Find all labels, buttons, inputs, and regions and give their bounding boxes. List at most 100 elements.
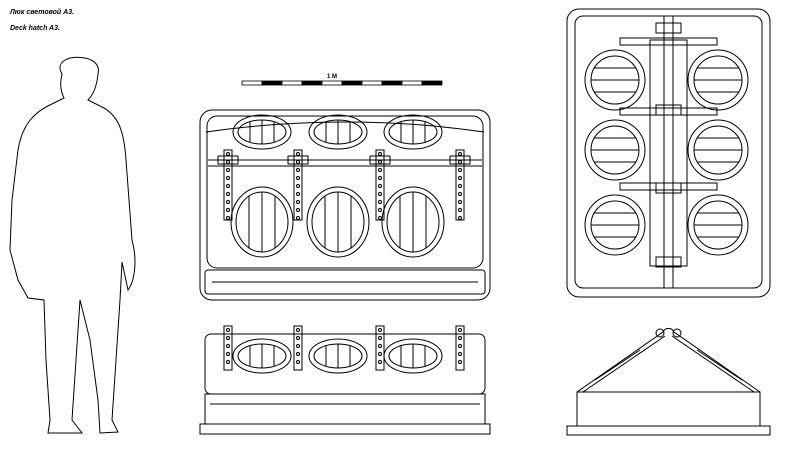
- porthole-rim: [584, 119, 646, 181]
- scale-bar-label: 1 M: [327, 74, 337, 80]
- porthole-rim: [308, 338, 368, 374]
- scale-bar-segment: [361, 80, 383, 86]
- porthole-rim: [232, 338, 292, 374]
- rivet: [458, 184, 462, 188]
- end-view: [566, 327, 771, 436]
- rivet: [378, 160, 382, 164]
- hinge-strap: [619, 37, 718, 46]
- porthole-rim: [232, 114, 292, 150]
- porthole-rim: [230, 186, 294, 258]
- rivet: [378, 192, 382, 196]
- scale-bar-segment: [401, 80, 423, 86]
- scale-bar: [241, 80, 443, 86]
- rivet: [458, 208, 462, 212]
- person-silhouette: [9, 56, 136, 434]
- hinge-knuckle: [655, 182, 682, 194]
- rivet: [378, 344, 382, 348]
- rivet: [296, 168, 300, 172]
- scale-bar-segment: [281, 80, 303, 86]
- rivet: [296, 344, 300, 348]
- rivet: [296, 208, 300, 212]
- rivet: [378, 152, 382, 156]
- rivet: [458, 168, 462, 172]
- rivet: [226, 328, 230, 332]
- side-view: [199, 325, 491, 435]
- rivet: [378, 200, 382, 204]
- rivet: [226, 160, 230, 164]
- rivet: [226, 184, 230, 188]
- rivet: [458, 160, 462, 164]
- rivet: [226, 192, 230, 196]
- rivet: [296, 336, 300, 340]
- rivet: [458, 352, 462, 356]
- title-english: Deck hatch A3.: [10, 25, 60, 32]
- rivet: [296, 160, 300, 164]
- porthole-rim: [687, 119, 749, 181]
- hinge-knuckle: [655, 256, 682, 268]
- rivet: [458, 336, 462, 340]
- rivet: [226, 208, 230, 212]
- rivet: [226, 176, 230, 180]
- rivet: [378, 336, 382, 340]
- title-russian: Люк световой А3.: [10, 9, 75, 16]
- hinge-strap: [619, 182, 718, 191]
- rivet: [458, 328, 462, 332]
- rivet: [296, 200, 300, 204]
- rivet: [226, 168, 230, 172]
- rivet: [296, 176, 300, 180]
- top-view: [566, 8, 771, 298]
- hinge-strap: [619, 107, 718, 116]
- rivet: [226, 352, 230, 356]
- rivet: [378, 184, 382, 188]
- porthole-rim: [383, 114, 443, 150]
- scale-bar-segment: [421, 80, 443, 86]
- rivet: [378, 328, 382, 332]
- hinge-strap: [293, 325, 303, 371]
- porthole-rim: [381, 186, 445, 258]
- rivet: [296, 152, 300, 156]
- hinge-knuckle: [449, 155, 471, 165]
- rivet: [458, 344, 462, 348]
- rivet: [296, 184, 300, 188]
- rivet: [458, 152, 462, 156]
- scale-bar-segment: [381, 80, 403, 86]
- porthole-rim: [308, 114, 368, 150]
- scale-bar-segment: [261, 80, 283, 86]
- rivet: [226, 360, 230, 364]
- hinge-strap: [223, 325, 233, 371]
- hinge-knuckle: [369, 155, 391, 165]
- rivet: [378, 216, 382, 220]
- hinge-knuckle: [217, 155, 239, 165]
- rivet: [458, 176, 462, 180]
- rivet: [296, 192, 300, 196]
- rivet: [226, 200, 230, 204]
- porthole-rim: [687, 49, 749, 111]
- scale-bar-segment: [321, 80, 343, 86]
- hinge-knuckle: [655, 22, 682, 34]
- rivet: [378, 176, 382, 180]
- rivet: [226, 152, 230, 156]
- rivet: [226, 336, 230, 340]
- porthole-rim: [584, 194, 646, 256]
- porthole-rim: [306, 186, 370, 258]
- hinge-knuckle: [287, 155, 309, 165]
- scale-bar-segment: [341, 80, 363, 86]
- scale-bar-segment: [241, 80, 263, 86]
- rivet: [296, 328, 300, 332]
- rivet: [378, 352, 382, 356]
- rivet: [458, 216, 462, 220]
- rivet: [378, 360, 382, 364]
- rivet: [296, 352, 300, 356]
- rivet: [458, 200, 462, 204]
- rivet: [458, 192, 462, 196]
- rivet: [378, 208, 382, 212]
- rivet: [378, 168, 382, 172]
- rivet: [226, 344, 230, 348]
- hinge-strap: [375, 325, 385, 371]
- porthole-rim: [687, 194, 749, 256]
- rivet: [296, 216, 300, 220]
- hinge-knuckle: [655, 104, 682, 116]
- front-view: [199, 109, 491, 301]
- porthole-rim: [584, 49, 646, 111]
